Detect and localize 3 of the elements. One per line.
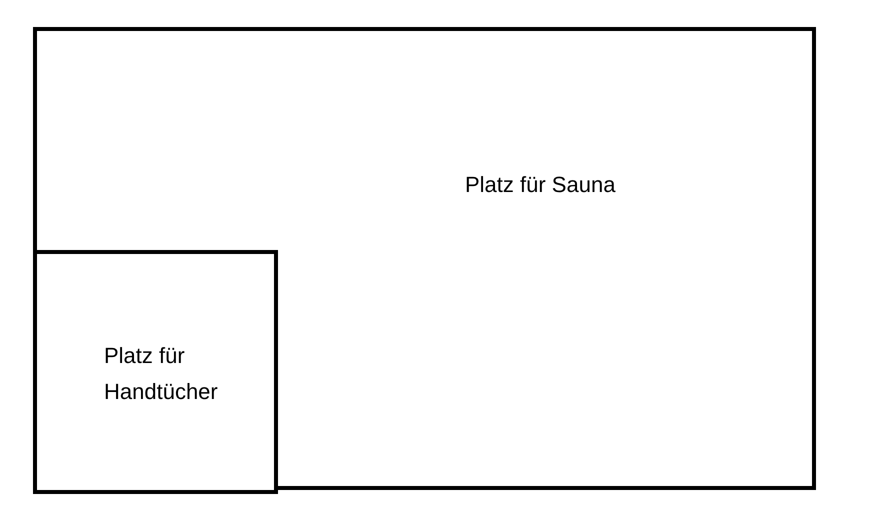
storage-area-outline bbox=[33, 250, 278, 494]
area-label: Platz für Handtücher bbox=[104, 342, 219, 406]
area-label: Platz für Sauna bbox=[465, 171, 616, 199]
